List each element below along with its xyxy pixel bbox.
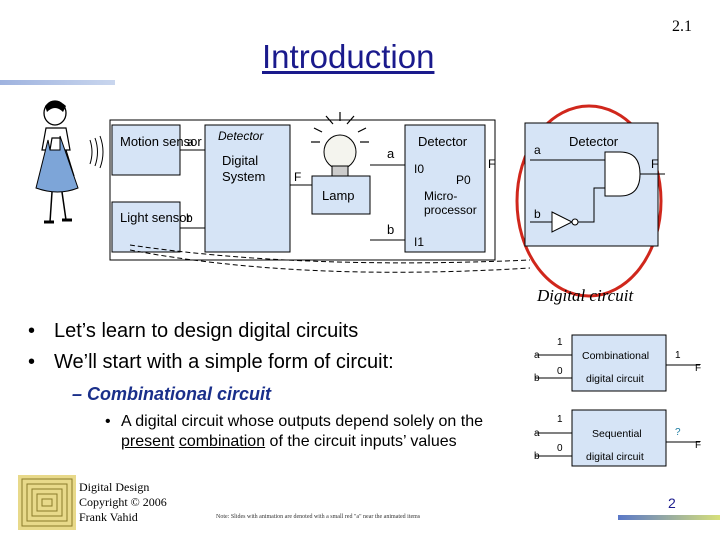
svg-text:Combinational: Combinational [582,350,649,362]
svg-text:1: 1 [557,414,563,425]
svg-text:F: F [695,440,701,451]
sub-sub-bullet: • A digital circuit whose outputs depend… [105,413,484,450]
lamp-label: Lamp [322,188,355,203]
svg-text:b: b [534,451,540,462]
circuit-pin-b: b [534,207,541,221]
sequential-block: a b 1 0 Sequential digital circuit ? F [534,409,701,467]
dashed-wires [129,244,531,273]
processor-title: Detector [418,134,468,149]
pin-a: a [187,135,194,149]
system-label: System [222,169,265,184]
svg-text:F: F [695,363,701,374]
motion-sensor-label: Motion sensor [120,134,202,149]
svg-text:a: a [534,350,540,361]
bullet-2: •We’ll start with a simple form of circu… [28,351,394,373]
accent-bar-bottom [618,515,720,520]
svg-text:digital circuit: digital circuit [586,451,644,463]
pin-b-2: b [387,222,394,237]
slide-title: Introduction [262,38,435,75]
pin-i0: I0 [414,162,424,176]
micro-label: Micro- [424,189,457,203]
digital-circuit-caption: Digital circuit [537,286,634,305]
pin-a-2: a [387,146,395,161]
svg-text:0: 0 [557,443,563,454]
book-logo-icon [18,475,76,530]
svg-text:digital circuit: digital circuit [586,373,644,385]
inverter-gate [551,211,574,233]
pin-f-2: F [488,157,495,171]
footer-credits: Digital Design Copyright © 2006 Frank Va… [79,480,167,524]
svg-text:a: a [534,428,540,439]
accent-bar-top [0,80,115,85]
detector-label: Detector [218,129,264,143]
circuit-detector-title: Detector [569,134,619,149]
circuit-pin-a: a [534,143,541,157]
bullet-1: •Let’s learn to design digital circuits [28,320,359,342]
svg-text:Sequential: Sequential [592,428,642,440]
highlight-circle [515,104,663,298]
animation-note: Note: Slides with animation are denoted … [216,514,421,520]
and-gate [604,151,641,197]
combinational-block: a b 1 0 Combinational digital circuit 1 … [534,334,701,392]
sub-bullet: – Combinational circuit [72,384,272,404]
digital-label: Digital [222,153,258,168]
person-figure [35,100,79,224]
light-sensor-label: Light sensor [120,210,191,225]
svg-text:0: 0 [557,366,563,377]
processor-label: processor [424,203,477,217]
page-number: 2 [668,495,676,511]
svg-text:1: 1 [557,337,563,348]
svg-text:b: b [534,373,540,384]
lightbulb-icon [311,112,369,177]
circuit-type-blocks: a b 1 0 Combinational digital circuit 1 … [534,334,701,467]
pin-p0: P0 [456,173,471,187]
svg-text:1: 1 [675,350,681,361]
motion-waves-icon [89,135,104,169]
slide-number: 2.1 [672,18,692,35]
svg-text:?: ? [675,427,681,438]
detector-diagram: Motion sensor Light sensor a b Detector … [35,100,665,298]
pin-f: F [294,170,301,184]
pin-b: b [186,211,193,225]
pin-i1: I1 [414,235,424,249]
circuit-pin-f: F [651,157,658,171]
